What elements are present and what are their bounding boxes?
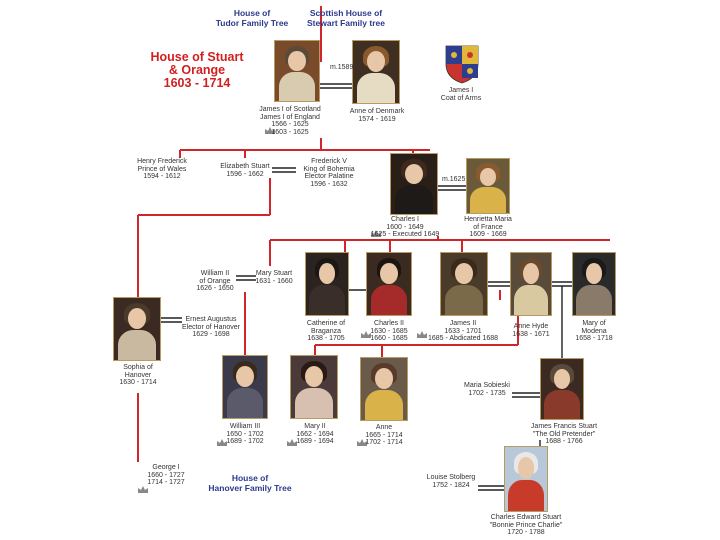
- portrait-henrietta-maria: [466, 158, 510, 214]
- page-title: House of Stuart & Orange 1603 - 1714: [142, 51, 252, 90]
- portrait-james-ii: [440, 252, 488, 316]
- caption-mary-ii: Mary II 1662 - 1694 1689 - 1694: [288, 423, 342, 446]
- portrait-anne-of-denmark: [352, 40, 400, 104]
- portrait-william-iii: [222, 355, 268, 419]
- portrait-mary-ii: [290, 355, 338, 419]
- caption-james-i: James I of Scotland James I of England 1…: [250, 106, 330, 136]
- caption-louise-stolberg: Louise Stolberg 1752 - 1824: [420, 474, 482, 489]
- caption-anne: Anne 1665 - 1714 1702 - 1714: [356, 424, 412, 447]
- caption-charles-ii: Charles II 1630 - 1685 1660 - 1685: [362, 320, 416, 343]
- caption-william-ii: William II of Orange 1626 - 1650: [190, 270, 240, 293]
- portrait-charles-ii: [366, 252, 412, 316]
- caption-frederick-v: Frederick V King of Bohemia Elector Pala…: [292, 158, 366, 188]
- portrait-sophia-of-hanover: [113, 297, 161, 361]
- caption-james-ii: James II 1633 - 1701 1685 - Abdicated 16…: [420, 320, 506, 343]
- marriage-label: m.1589: [330, 64, 353, 71]
- portrait-charles-edward-stuart: [504, 446, 548, 512]
- portrait-charles-i: [390, 153, 438, 215]
- caption-mary-of-modena: Mary of Modena 1658 - 1718: [568, 320, 620, 343]
- caption-henrietta-maria: Henrietta Maria of France 1609 - 1669: [456, 216, 520, 239]
- caption-mary-stuart: Mary Stuart 1631 - 1660: [246, 270, 302, 285]
- portrait-james-i: [274, 40, 320, 102]
- caption-anne-hyde: Anne Hyde 1638 - 1671: [506, 323, 556, 338]
- hanover-tree-link[interactable]: House of Hanover Family Tree: [200, 474, 300, 493]
- caption-ernest-augustus: Ernest Augustus Elector of Hanover 1629 …: [176, 316, 246, 339]
- portrait-catherine-of-braganza: [305, 252, 349, 316]
- coat-of-arms: [444, 44, 480, 84]
- portrait-mary-of-modena: [572, 252, 616, 316]
- marriage-label: m.1625: [442, 176, 465, 183]
- caption-george-i: George I 1660 - 1727 1714 - 1727: [136, 464, 196, 487]
- caption-charles-i: Charles I 1600 - 1649 1625 - Executed 16…: [360, 216, 450, 239]
- caption-anne-of-denmark: Anne of Denmark 1574 - 1619: [340, 108, 414, 123]
- caption-charles-edward-stuart: Charles Edward Stuart "Bonnie Prince Cha…: [478, 514, 574, 537]
- caption-elizabeth-stuart: Elizabeth Stuart 1596 - 1662: [212, 163, 278, 178]
- tudor-tree-link[interactable]: House of Tudor Family Tree: [206, 9, 298, 28]
- caption-james-francis-stuart: James Francis Stuart "The Old Pretender"…: [520, 423, 608, 446]
- caption-coat-of-arms: James I Coat of Arms: [430, 87, 492, 102]
- caption-william-iii: William III 1650 - 1702 1689 - 1702: [216, 423, 274, 446]
- caption-maria-sobieski: Maria Sobieski 1702 - 1735: [456, 382, 518, 397]
- caption-catherine-of-braganza: Catherine of Braganza 1638 - 1705: [298, 320, 354, 343]
- portrait-anne-hyde: [510, 252, 552, 316]
- caption-sophia-of-hanover: Sophia of Hanover 1630 - 1714: [108, 364, 168, 387]
- portrait-james-francis-stuart: [540, 358, 584, 420]
- portrait-anne: [360, 357, 408, 421]
- stewart-tree-link[interactable]: Scottish House of Stewart Family tree: [300, 9, 392, 28]
- caption-henry-frederick: Henry Frederick Prince of Wales 1594 - 1…: [130, 158, 194, 181]
